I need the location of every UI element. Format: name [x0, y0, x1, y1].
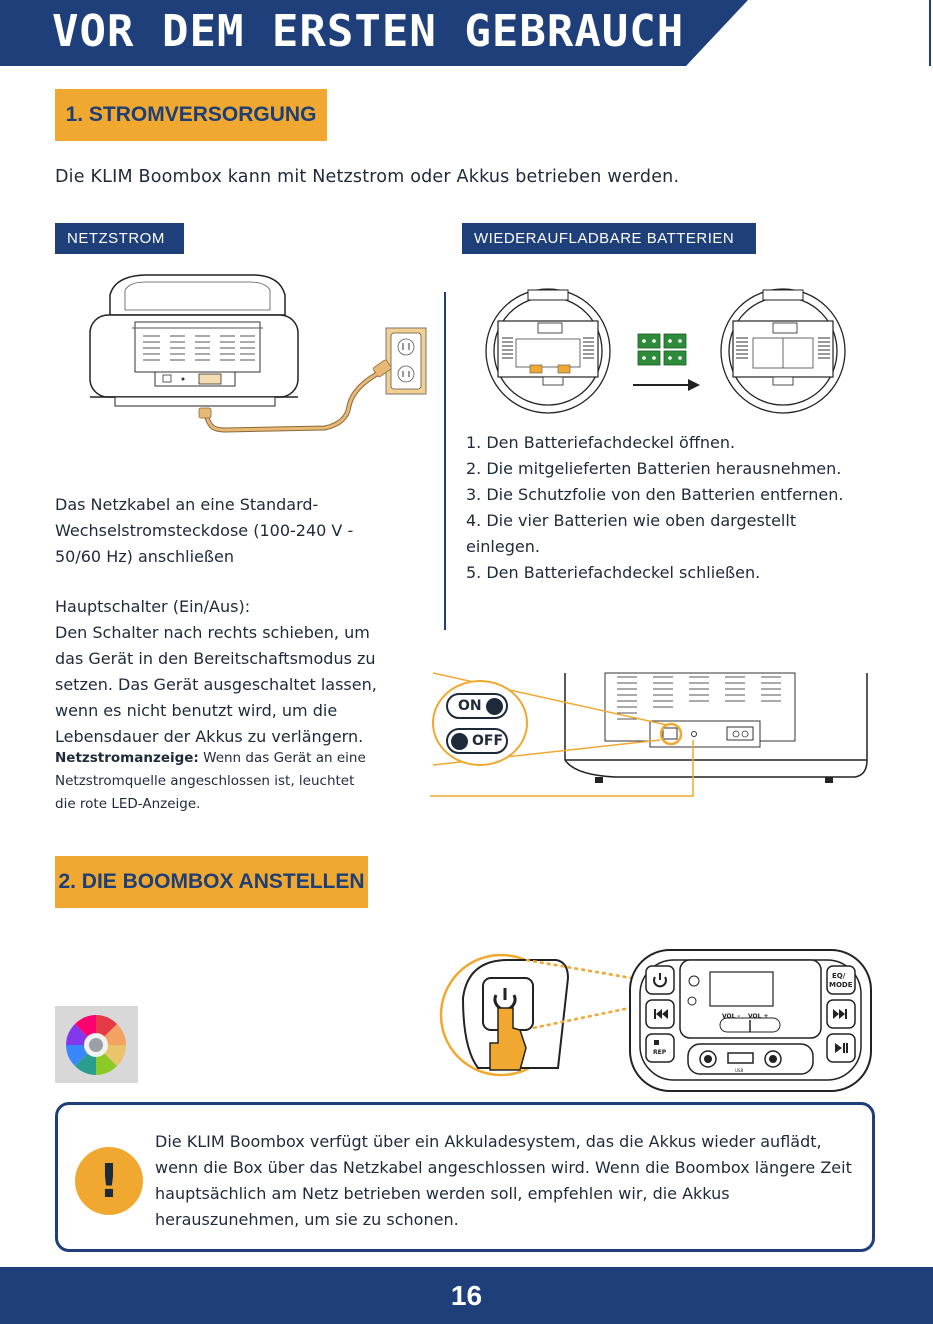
mode-label: MODE — [829, 981, 853, 989]
info-note-box: ! Die KLIM Boombox verfügt über ein Akku… — [55, 1102, 875, 1252]
intro-text: Die KLIM Boombox kann mit Netzstrom oder… — [55, 167, 680, 187]
netzstrom-instructions: Das Netzkabel an eine Standard- Wechsels… — [55, 495, 354, 566]
toggle-knob-icon — [451, 733, 468, 750]
battery-steps-list: 1. Den Batteriefachdeckel öffnen. 2. Die… — [466, 430, 866, 586]
note-text: Die KLIM Boombox verfügt über ein Akkula… — [155, 1132, 852, 1229]
vol-plus-label: VOL + — [748, 1013, 769, 1020]
control-panel-illustration: VOL - VOL + REP EQ/ MODE USB — [629, 949, 872, 1092]
power-switch-illustration — [430, 672, 868, 797]
usb-label: USB — [735, 1068, 743, 1073]
switch-title: Hauptschalter (Ein/Aus): — [55, 597, 251, 616]
section-heading-power: 1. STROMVERSORGUNG — [55, 89, 327, 141]
column-divider — [444, 292, 446, 630]
list-item: einlegen. — [466, 537, 540, 556]
main-switch-instructions: Hauptschalter (Ein/Aus): Den Schalter na… — [55, 594, 415, 750]
off-label: OFF — [472, 733, 504, 749]
boombox-cord-illustration — [89, 274, 427, 433]
label-batterien: WIEDERAUFLADBARE BATTERIEN — [462, 223, 756, 254]
list-item: 1. Den Batteriefachdeckel öffnen. — [466, 433, 736, 452]
page-title: VOR DEM ERSTEN GEBRAUCH — [52, 6, 685, 57]
off-toggle: OFF — [446, 728, 508, 754]
battery-compartment-illustration — [485, 288, 846, 414]
footer-bar: 16 — [0, 1267, 933, 1324]
on-toggle: ON — [446, 693, 508, 719]
label-netzstrom: NETZSTROM — [55, 223, 184, 254]
led-indicator-text: Netzstromanzeige: Wenn das Gerät an eine… — [55, 750, 366, 812]
color-wheel-icon — [66, 1015, 126, 1075]
eq-label: EQ/ — [832, 972, 846, 980]
list-item: 2. Die mitgelieferten Batterien herausne… — [466, 459, 842, 478]
header-banner — [0, 0, 931, 66]
rep-label: REP — [653, 1049, 667, 1056]
toggle-knob-icon — [486, 698, 503, 715]
on-label: ON — [458, 698, 482, 714]
list-item: 5. Den Batteriefachdeckel schließen. — [466, 563, 761, 582]
led-title: Netzstromanzeige: — [55, 750, 199, 766]
list-item: 3. Die Schutzfolie von den Batterien ent… — [466, 485, 844, 504]
list-item: 4. Die vier Batterien wie oben dargestel… — [466, 511, 797, 530]
page-number: 16 — [450, 1279, 483, 1311]
exclamation-icon: ! — [75, 1147, 143, 1215]
section-heading-turn-on: 2. DIE BOOMBOX ANSTELLEN — [55, 856, 368, 908]
vol-minus-label: VOL - — [722, 1013, 741, 1020]
